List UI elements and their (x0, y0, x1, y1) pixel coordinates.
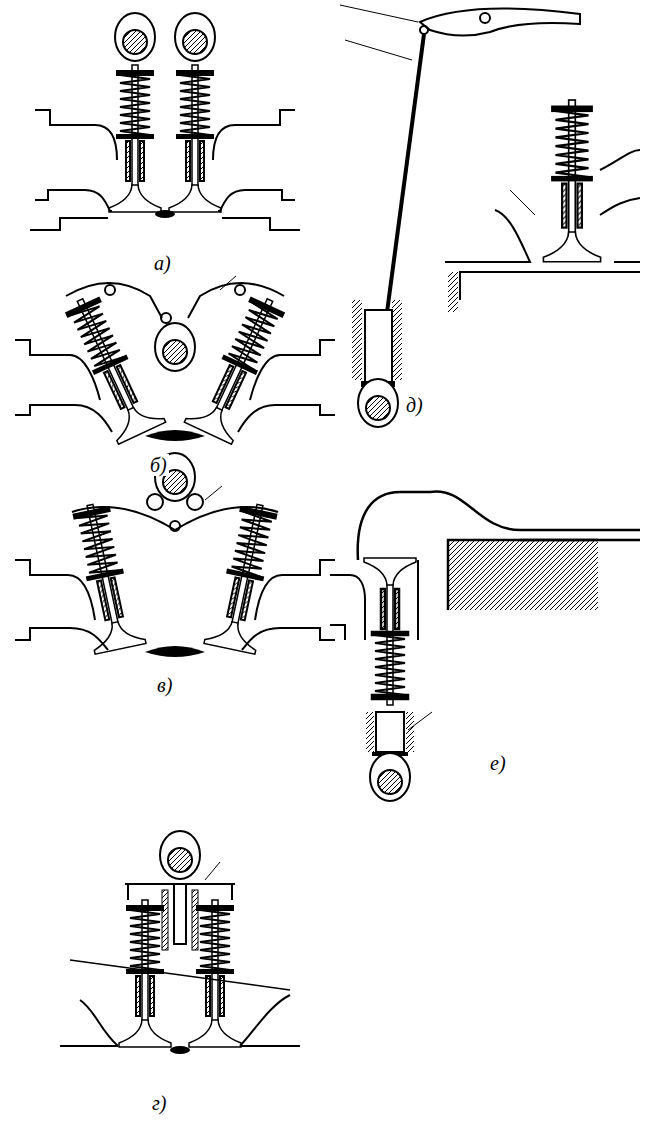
drawing-path (213, 110, 295, 160)
drawing-circle (161, 313, 171, 323)
drawing-line (345, 40, 412, 60)
drawing-path (35, 190, 112, 211)
drawing-path (80, 1000, 118, 1046)
drawing-path (420, 9, 580, 36)
drawing-path (222, 218, 300, 230)
drawing-line (510, 190, 535, 215)
figure-letter: а) (152, 252, 173, 274)
valve-gear-b (15, 276, 335, 444)
drawing-circle (235, 285, 245, 295)
drawing-use (160, 831, 200, 879)
drawing-g (238, 340, 335, 432)
drawing-path (238, 405, 335, 432)
drawing-g (30, 110, 117, 230)
drawing-g (15, 340, 112, 432)
drawing-line (408, 712, 432, 730)
drawing-circle (420, 26, 428, 34)
drawing-path (445, 210, 530, 262)
drawing-path (145, 646, 205, 657)
drawing-use (155, 323, 195, 371)
drawing-use (189, 900, 241, 1047)
drawing-rect (448, 540, 598, 610)
drawing-rect (366, 712, 374, 752)
drawing-path (417, 560, 419, 640)
figure-letter: е) (488, 752, 508, 774)
drawing-path (330, 625, 345, 640)
drawing-path (15, 560, 95, 620)
drawing-path (600, 198, 640, 215)
drawing-g (213, 110, 300, 230)
drawing-path (72, 507, 278, 530)
figure-letter: г) (150, 1092, 168, 1114)
drawing-rect (162, 890, 168, 950)
drawing-g (242, 560, 335, 650)
drawing-circle (105, 285, 115, 295)
valve-gear-a (30, 13, 300, 230)
drawing-path (145, 430, 205, 441)
drawing-use (119, 900, 171, 1047)
drawing-path (448, 540, 598, 610)
figure-letter: в) (155, 674, 174, 696)
drawing-use (364, 558, 416, 705)
drawing-circle (187, 494, 203, 510)
drawing-ellipse (155, 210, 175, 218)
drawing-ellipse (170, 1046, 190, 1054)
drawing-path (365, 310, 392, 382)
figure-letter: д) (404, 394, 425, 416)
drawing-use (543, 100, 600, 262)
drawing-circle (480, 13, 490, 23)
drawing-path (330, 575, 365, 640)
valve-gear-e (340, 5, 640, 427)
drawing-path (218, 190, 295, 211)
drawing-rect (406, 712, 414, 752)
drawing-g (15, 560, 108, 650)
drawing-use (358, 379, 398, 427)
drawing-rect (174, 884, 186, 944)
drawing-circle (147, 494, 163, 510)
drawing-use (56, 289, 165, 444)
drawing-path (70, 960, 290, 990)
valve-gear-c (15, 453, 335, 657)
drawing-use (184, 289, 293, 444)
drawing-rect (192, 890, 198, 950)
figure-letter: б) (148, 454, 169, 476)
drawing-path (66, 283, 162, 318)
drawing-use (175, 13, 215, 61)
drawing-rect (392, 300, 402, 380)
drawing-circle (170, 521, 180, 531)
drawing-use (169, 65, 221, 212)
drawing-path (30, 218, 108, 230)
drawing-path (15, 340, 100, 400)
drawing-path (460, 272, 640, 300)
drawing-path (600, 150, 640, 262)
drawing-path (255, 560, 335, 620)
drawing-path (15, 405, 112, 432)
valve-gear-f (330, 491, 640, 801)
drawing-path (15, 628, 108, 650)
valve-gear-d (60, 831, 300, 1054)
drawing-use (109, 65, 161, 212)
drawing-path (205, 486, 222, 500)
drawing-path (188, 283, 284, 318)
drawing-path (220, 276, 236, 290)
drawing-path (35, 110, 117, 160)
drawing-rect (352, 300, 362, 380)
drawing-path (205, 862, 220, 880)
drawing-path (240, 995, 290, 1046)
drawing-use (370, 753, 410, 801)
drawing-use (115, 13, 155, 61)
drawing-path (242, 628, 335, 650)
drawing-rect (376, 712, 404, 752)
drawing-line (340, 5, 418, 22)
drawing-rect (448, 272, 458, 312)
drawing-path (250, 340, 335, 400)
